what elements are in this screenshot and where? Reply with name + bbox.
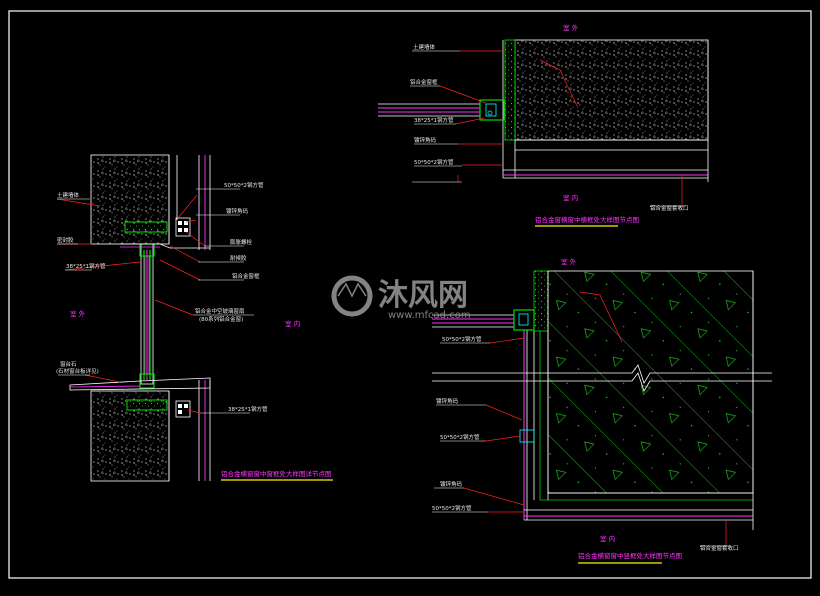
room-label-interior: 室 内 <box>563 193 578 202</box>
label-window-frame: 铝合金窗框 <box>410 78 438 86</box>
room-label-interior: 室 内 <box>285 319 300 328</box>
detail-top-right-title: 铝合金窗横窗中横框处大样图节点图 <box>535 215 639 224</box>
room-label-exterior: 室 外 <box>563 23 579 32</box>
label-steel-tube-50-a: 50*50*2钢方管 <box>442 335 482 343</box>
detail-top-right: 土建墙体 铝合金窗框 38*25*1钢方管 镀锌角码 50*50*2钢方管 铝合… <box>378 23 709 227</box>
detail-bottom-right-title: 铝合金横窗窗中竖框处大样图节点图 <box>578 551 682 560</box>
detail-left-title: 铝合金横窗窗中窗框处大样图详节点图 <box>221 469 332 478</box>
steel-tube-upper <box>124 221 168 233</box>
label-steel-tube-38: 38*25*1钢方管 <box>414 116 454 124</box>
label-window-trim: 铝合金窗套收口 <box>700 544 739 552</box>
room-label-exterior: 室 外 <box>70 309 86 318</box>
label-steel-tube-38: 38*25*1钢方管 <box>66 262 106 270</box>
label-steel-tube-38-b: 38*25*1钢方管 <box>228 405 268 413</box>
watermark-name: 沐风网 <box>378 278 468 313</box>
watermark-logo-icon <box>331 275 373 317</box>
label-sill-stone: 窗台石 <box>60 360 77 368</box>
watermark: 沐风网 www.mfcad.com <box>331 275 471 321</box>
frame-profile <box>479 99 505 121</box>
label-wall: 土建墙体 <box>413 43 436 51</box>
label-weather-seal: 耐候胶 <box>230 254 247 262</box>
label-sill-note: (石材窗台板详见) <box>56 367 99 375</box>
label-window-frame: 铝合金窗框 <box>232 272 260 280</box>
label-glass-series: (80系列铝合金窗) <box>199 315 243 323</box>
label-angle-bracket: 镀锌角码 <box>226 207 249 215</box>
label-angle-bracket: 镀锌角码 <box>414 136 437 144</box>
drawing-border <box>8 10 812 579</box>
steel-tube-lower <box>126 399 168 411</box>
label-steel-tube-50-b: 50*50*2钢方管 <box>440 433 480 441</box>
label-glass-sash: 铝合金中空玻璃窗扇 <box>195 307 245 315</box>
label-window-trim: 铝合金窗套收口 <box>650 204 689 212</box>
room-label-exterior: 室 外 <box>561 257 577 266</box>
label-steel-tube-50-c: 50*50*2钢方管 <box>432 504 472 512</box>
label-angle-bracket-b: 镀锌角码 <box>440 480 463 488</box>
label-sealant: 密封胶 <box>57 236 74 244</box>
frame-profile <box>513 309 535 331</box>
label-steel-tube-50: 50*50*2钢方管 <box>414 158 454 166</box>
detail-bottom-right: 50*50*2钢方管 镀锌角码 50*50*2钢方管 镀锌角码 50*50*2钢… <box>432 257 772 564</box>
label-angle-bracket-a: 镀锌角码 <box>436 397 459 405</box>
upper-wall-block <box>90 154 170 245</box>
detail-left: 土建墙体 50*50*2钢方管 镀锌角码 膨胀螺栓 耐候胶 38*25*1钢方管… <box>56 154 333 482</box>
room-label-interior: 室 内 <box>600 534 615 543</box>
concrete-wall <box>547 270 754 494</box>
watermark-url: www.mfcad.com <box>388 310 471 321</box>
label-anchor-bolt: 膨胀螺栓 <box>230 238 253 246</box>
label-steel-tube-50: 50*50*2钢方管 <box>224 181 264 189</box>
wall-block <box>514 39 709 141</box>
window-sill <box>69 377 211 391</box>
label-wall: 土建墙体 <box>57 191 80 199</box>
